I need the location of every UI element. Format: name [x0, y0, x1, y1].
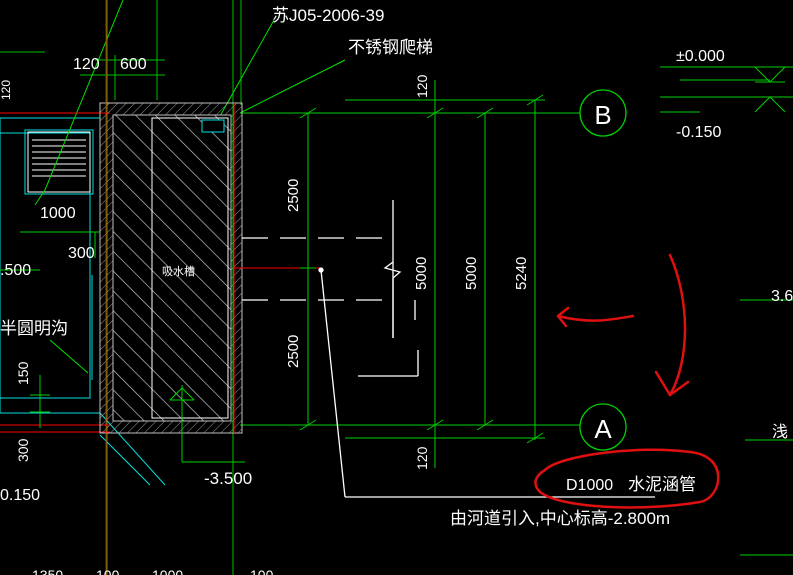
dim-600: 600 [120, 56, 147, 73]
arrow-left-annotation [556, 314, 635, 322]
dim-300-bottom: 300 [15, 438, 31, 462]
half-round-ditch-label: 半圆明沟 [0, 319, 68, 338]
bottom-cut-left: 1350 [32, 567, 63, 575]
dim-2500-top: 2500 [285, 179, 302, 212]
dim-5000-a: 5000 [413, 257, 430, 290]
dim-120-top-right: 120 [414, 74, 430, 98]
inlet-pipe [242, 200, 655, 498]
pipe-highlight-ellipse [534, 448, 720, 509]
dimension-lines [299, 80, 545, 468]
grid-a-label: A [594, 414, 612, 444]
right-elevation-symbols [660, 66, 793, 556]
grating-box [27, 131, 91, 193]
pipe-d1000-label: D1000 [566, 477, 613, 494]
level-minus-0150: -0.150 [676, 124, 721, 141]
right-cut-3-6: 3.6 [771, 288, 793, 305]
pool-name-label: 吸水槽 [162, 265, 195, 278]
pool-wall [99, 0, 320, 575]
inlet-note: 由河道引入,中心标高-2.800m [450, 509, 670, 528]
level-minus-3500: -3.500 [204, 469, 252, 488]
dim-120-bottom-right: 120 [414, 446, 430, 470]
dim-300-mid: 300 [68, 245, 95, 262]
grid-lines [0, 112, 580, 433]
level-left-150: 0.150 [0, 487, 40, 504]
arrow-down-annotation [668, 253, 687, 397]
red-annotation-marks [534, 253, 720, 509]
bottom-cut-mid2: 1000 [152, 567, 183, 575]
ladder-label: 不锈钢爬梯 [348, 38, 433, 57]
grid-bubble-b: B [545, 89, 627, 137]
dim-2500-bottom: 2500 [285, 335, 302, 368]
left-dimension-marks [0, 231, 100, 428]
dim-150: 150 [15, 361, 31, 385]
dim-5000-b: 5000 [463, 257, 480, 290]
bottom-cut-mid1: 100 [96, 567, 120, 575]
std-ref-label: 苏J05-2006-39 [272, 6, 384, 25]
grid-bubble-a: A [545, 403, 627, 451]
pipe-name-label: 水泥涵管 [628, 475, 696, 494]
level-left-500: .500 [0, 262, 31, 279]
level-plus-0000: ±0.000 [676, 48, 725, 65]
grid-b-label: B [594, 100, 611, 130]
elevation-triangle-icon [169, 385, 245, 463]
dim-5240: 5240 [513, 257, 530, 290]
dim-120-left: 120 [0, 80, 13, 100]
right-cut-shallow: 浅 [772, 423, 788, 441]
dim-1000: 1000 [40, 205, 76, 222]
bottom-cut-right: 100 [250, 567, 274, 575]
dim-120-top: 120 [73, 56, 100, 73]
